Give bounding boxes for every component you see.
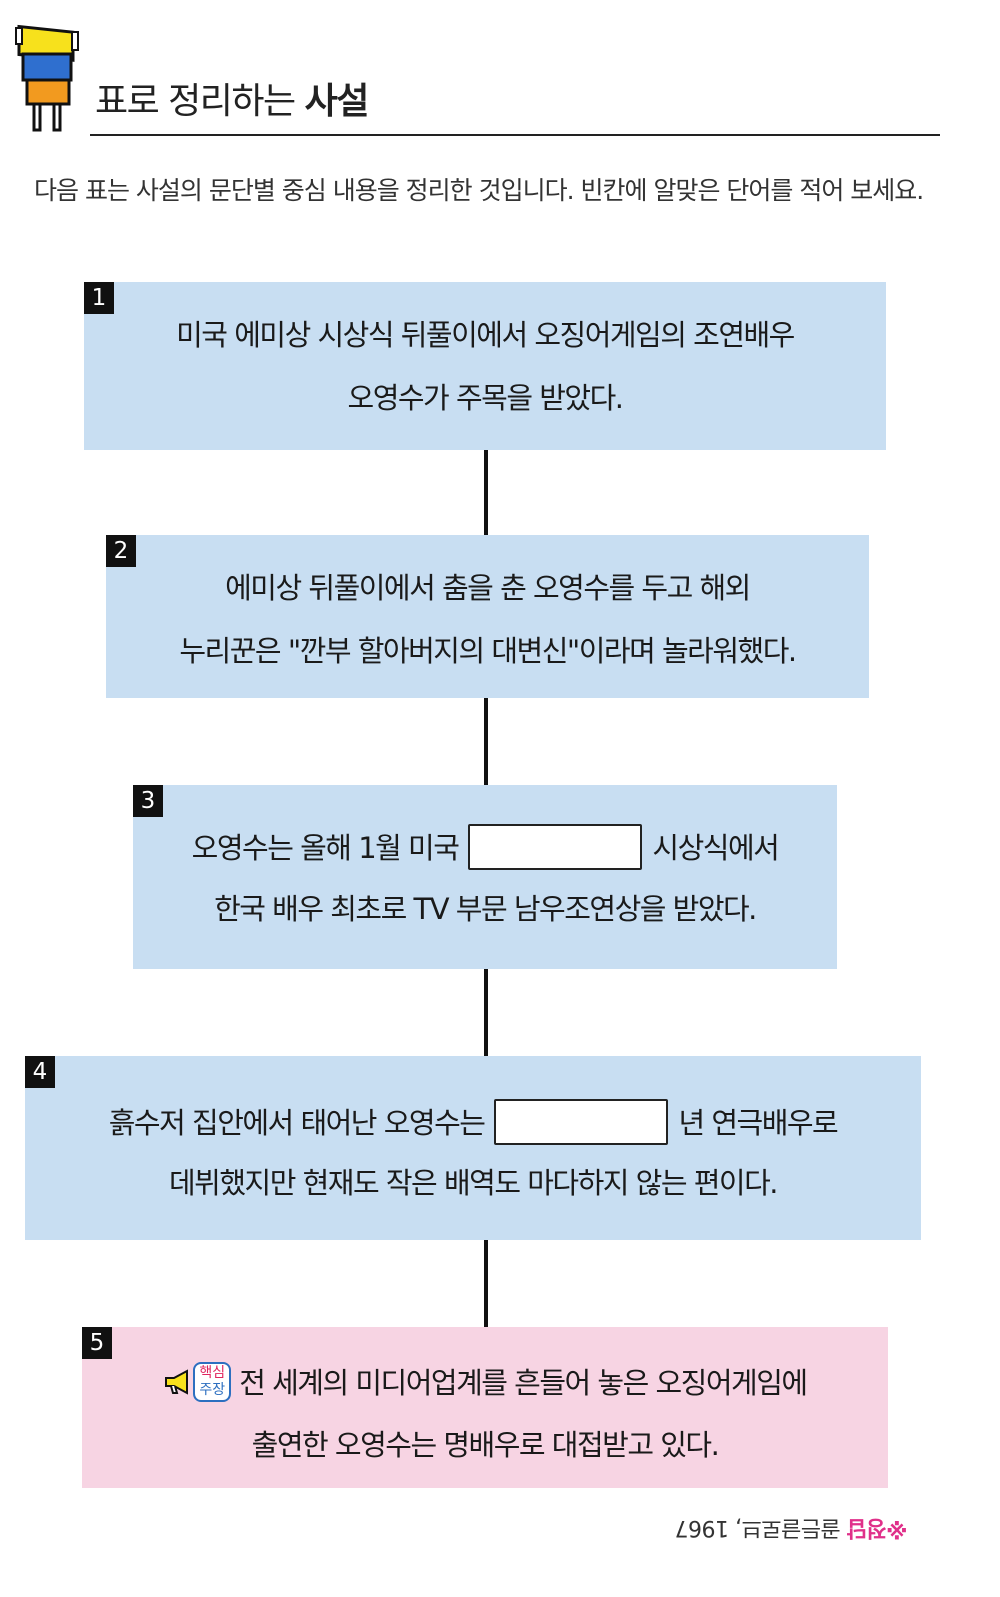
title-main: 표로 정리하는 xyxy=(95,81,305,122)
connector-line xyxy=(484,698,488,785)
answer-blank[interactable] xyxy=(494,1099,669,1145)
step-text: 전 세계의 미디어업계를 흔들어 놓은 오징어게임에 xyxy=(239,1366,808,1400)
connector-line xyxy=(484,450,488,535)
key-claim-label: 핵심 주장 xyxy=(193,1362,232,1402)
step-box-3: 3 오영수는 올해 1월 미국 시상식에서 한국 배우 최초로 TV 부문 남우조… xyxy=(133,785,837,969)
answer-key-text: 골든글로브, 1967 xyxy=(675,1515,848,1540)
step-line-2: 출연한 오영수는 명배우로 대접받고 있다. xyxy=(251,1428,720,1462)
step-line-2: 데뷔했지만 현재도 작은 배역도 마다하지 않는 편이다. xyxy=(169,1166,779,1200)
connector-line xyxy=(484,1240,488,1327)
key-claim-badge: 핵심 주장 xyxy=(163,1362,232,1402)
step-box-2: 2 에미상 뒤풀이에서 춤을 춘 오영수를 두고 해외 누리꾼은 "깐부 할아버… xyxy=(106,535,869,698)
step-number: 3 xyxy=(133,785,163,817)
step-text-after-blank: 시상식에서 xyxy=(652,831,779,865)
step-line-1: 미국 에미상 시상식 뒤풀이에서 오징어게임의 조연배우 xyxy=(176,318,795,352)
step-text-after-blank: 년 연극배우로 xyxy=(678,1106,838,1140)
step-text-before-blank: 오영수는 올해 1월 미국 xyxy=(191,831,460,865)
connector-line xyxy=(484,969,488,1056)
answer-key-mark: ※정답 xyxy=(847,1515,908,1540)
step-line-1: 흙수저 집안에서 태어난 오영수는 년 연극배우로 xyxy=(25,1099,921,1148)
answer-blank[interactable] xyxy=(468,824,643,870)
title-bold: 사설 xyxy=(304,81,370,122)
step-number: 5 xyxy=(82,1327,112,1359)
step-line-1: 핵심 주장 전 세계의 미디어업계를 흔들어 놓은 오징어게임에 xyxy=(82,1360,888,1405)
step-number: 2 xyxy=(106,535,136,567)
step-box-1: 1 미국 에미상 시상식 뒤풀이에서 오징어게임의 조연배우 오영수가 주목을 … xyxy=(84,282,886,450)
title-divider xyxy=(90,134,940,136)
step-number: 4 xyxy=(25,1056,55,1088)
page-title: 표로 정리하는 사설 xyxy=(95,72,370,124)
step-text-before-blank: 흙수저 집안에서 태어난 오영수는 xyxy=(108,1106,486,1140)
badge-top-text: 핵심 xyxy=(199,1365,226,1381)
plug-logo-icon xyxy=(15,24,79,132)
badge-bottom-text: 주장 xyxy=(199,1382,226,1398)
instruction-text: 다음 표는 사설의 문단별 중심 내용을 정리한 것입니다. 빈칸에 알맞은 단… xyxy=(34,176,924,205)
step-line-2: 한국 배우 최초로 TV 부문 남우조연상을 받았다. xyxy=(214,892,757,926)
megaphone-icon xyxy=(165,1369,189,1395)
step-line-2: 오영수가 주목을 받았다. xyxy=(347,381,624,415)
step-line-2: 누리꾼은 "깐부 할아버지의 대변신"이라며 놀라워했다. xyxy=(179,634,797,668)
step-box-5: 5 핵심 주장 전 세계의 미디어업계를 흔들어 놓은 오징어게임에 출연한 오… xyxy=(82,1327,888,1488)
answer-key: ※정답 골든글로브, 1967 xyxy=(675,1514,908,1546)
step-number: 1 xyxy=(84,282,114,314)
step-line-1: 에미상 뒤풀이에서 춤을 춘 오영수를 두고 해외 xyxy=(225,571,751,605)
step-line-1: 오영수는 올해 1월 미국 시상식에서 xyxy=(133,824,837,873)
step-box-4: 4 흙수저 집안에서 태어난 오영수는 년 연극배우로 데뷔했지만 현재도 작은 … xyxy=(25,1056,921,1240)
